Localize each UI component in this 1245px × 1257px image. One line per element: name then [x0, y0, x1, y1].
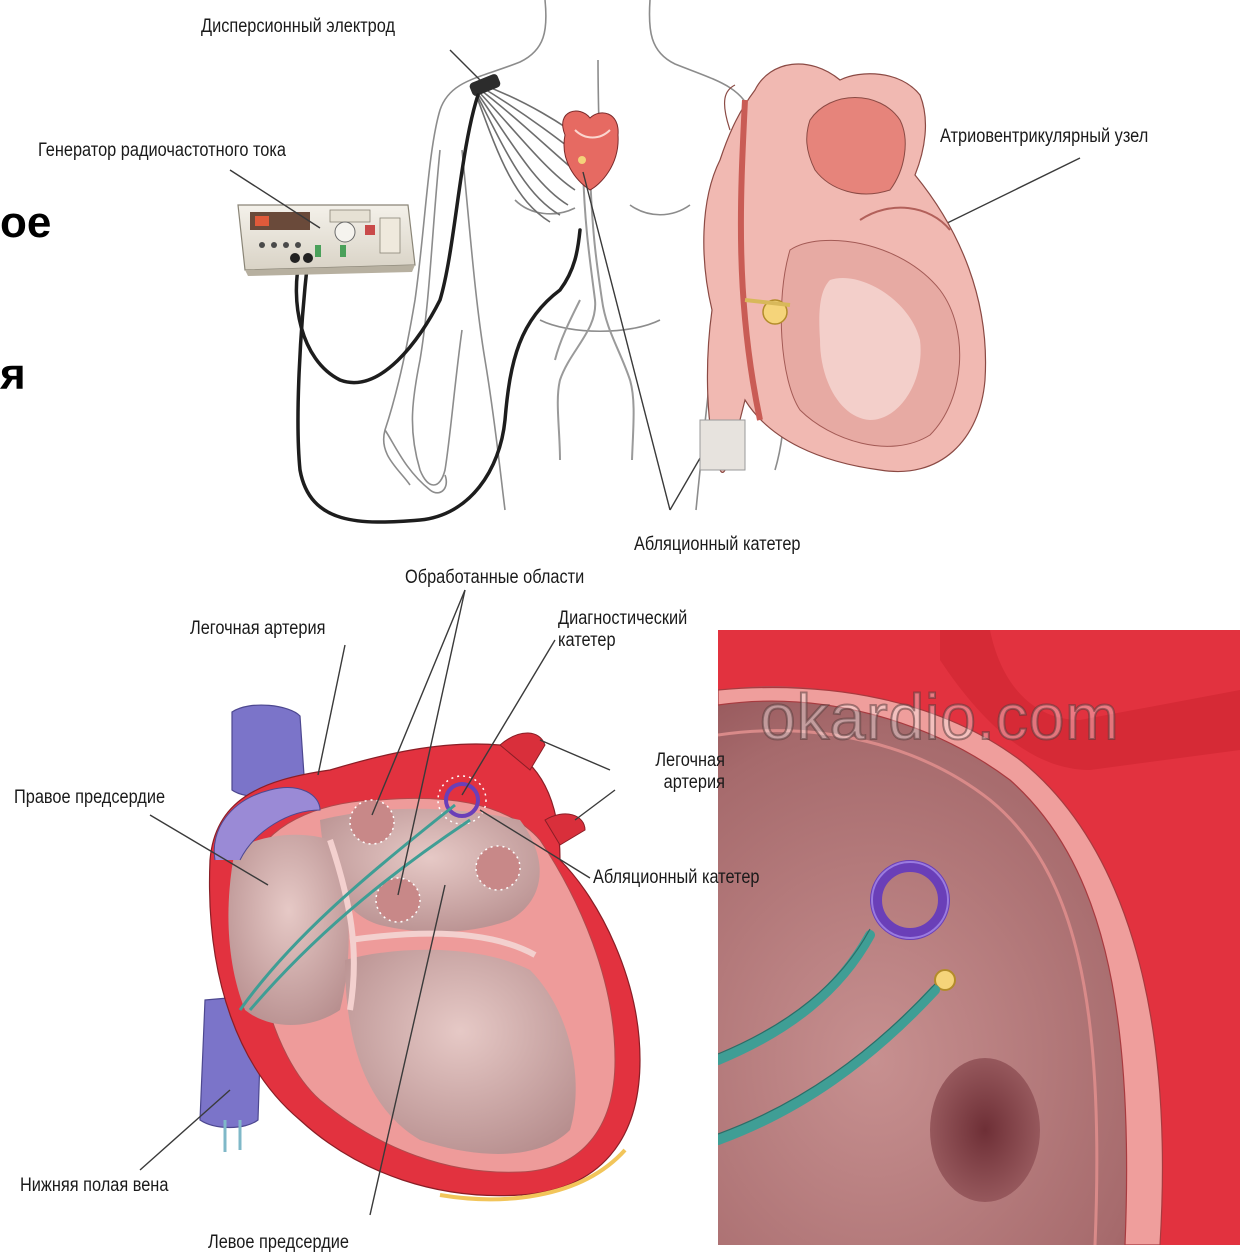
cropped-heading-fragment-1: ое: [0, 198, 51, 248]
label-right-atrium: Правое предсердие: [14, 787, 165, 809]
label-left-atrium: Левое предсердие: [208, 1232, 349, 1254]
label-treated-areas: Обработанные области: [405, 567, 584, 589]
chest-heart: [563, 111, 618, 190]
label-pulmonary-artery-left: Легочная артерия: [190, 618, 325, 640]
cropped-heading-fragment-2: я: [0, 350, 26, 400]
label-pulmonary-artery-right: Легочная артерия: [655, 750, 725, 794]
label-rf-generator: Генератор радиочастотного тока: [38, 140, 286, 162]
bottom-heart: [200, 705, 640, 1199]
watermark: okardio.com: [760, 680, 1120, 754]
label-ablation-catheter-bottom: Абляционный катетер: [593, 867, 760, 889]
label-diagnostic-catheter: Диагностический катетер: [558, 608, 687, 652]
label-dispersive-electrode: Дисперсионный электрод: [201, 16, 395, 38]
generator-cables: [296, 95, 580, 522]
label-ablation-catheter-top: Абляционный катетер: [634, 534, 801, 556]
label-av-node: Атриовентрикулярный узел: [940, 126, 1148, 148]
rf-generator-device: [238, 205, 415, 276]
label-inferior-vena-cava: Нижняя полая вена: [20, 1175, 168, 1197]
